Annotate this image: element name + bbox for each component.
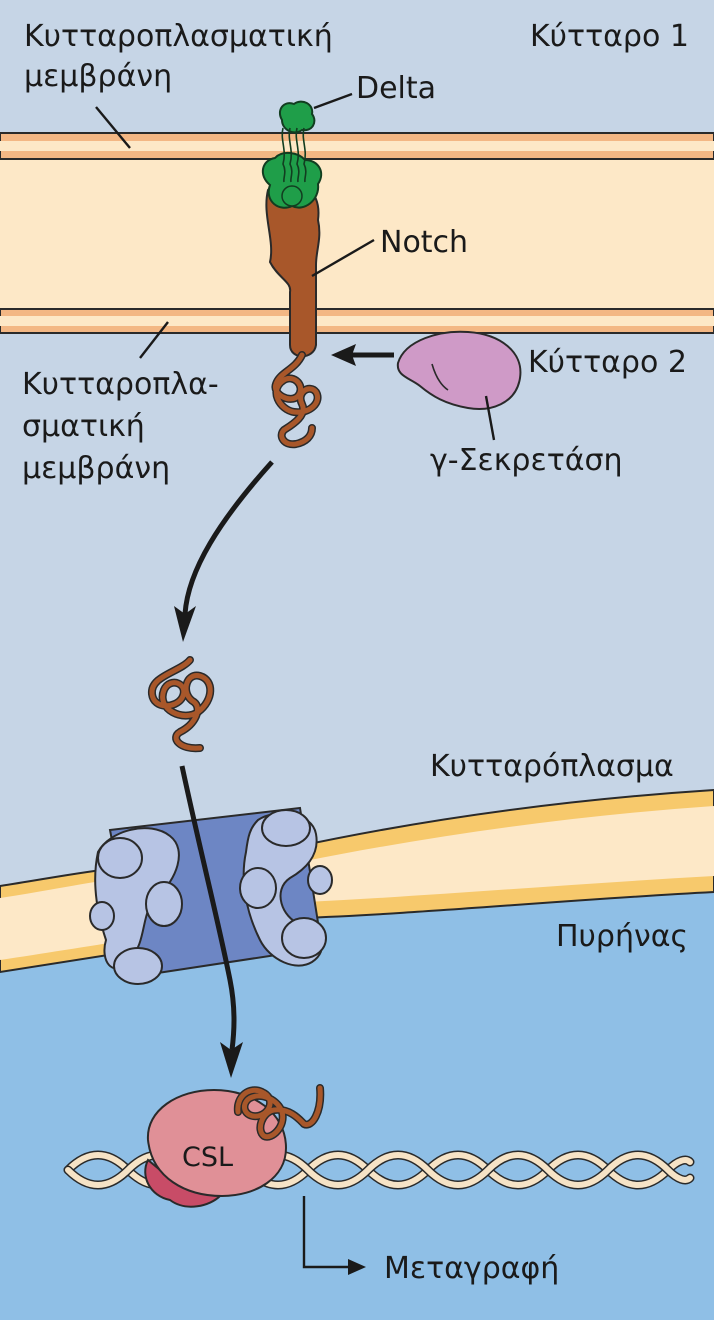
nuclear-import-arrow <box>179 765 243 1078</box>
nucleus-label: Πυρήνας <box>556 919 688 954</box>
cell2-membrane-label-line1: Κυτταροπλα- <box>22 367 219 402</box>
cell1-label: Κύτταρο 1 <box>530 19 689 54</box>
cell2-membrane-label-line2: σματική <box>22 409 145 444</box>
plasma-membranes <box>0 132 714 334</box>
label-leader-lines <box>95 92 496 441</box>
delta-label: Delta <box>356 71 436 106</box>
gamma-secretase <box>396 330 522 410</box>
cell1-membrane-label-line2: μεμβράνη <box>24 59 172 94</box>
cell2-label: Κύτταρο 2 <box>528 345 687 380</box>
gamma-secretase-label: γ-Σεκρετάση <box>430 443 623 478</box>
free-notch-intracellular-domain <box>148 656 215 753</box>
cell2-membrane-label-line3: μεμβράνη <box>22 451 170 486</box>
cytoplasm-label: Κυτταρόπλασμα <box>430 749 674 784</box>
nicd-bound-to-csl <box>233 1084 325 1141</box>
cleavage-arrow <box>331 344 394 366</box>
cell1-membrane-label-line1: Κυτταροπλασματική <box>24 19 333 54</box>
nuclear-pore-complex <box>89 806 333 985</box>
delta-ligand <box>261 100 323 209</box>
notch-label: Notch <box>380 225 468 260</box>
transcription-label: Μεταγραφή <box>384 1251 559 1286</box>
transcription-arrow <box>302 1196 366 1275</box>
translocation-arrow <box>174 460 274 642</box>
csl-label: CSL <box>182 1142 233 1173</box>
